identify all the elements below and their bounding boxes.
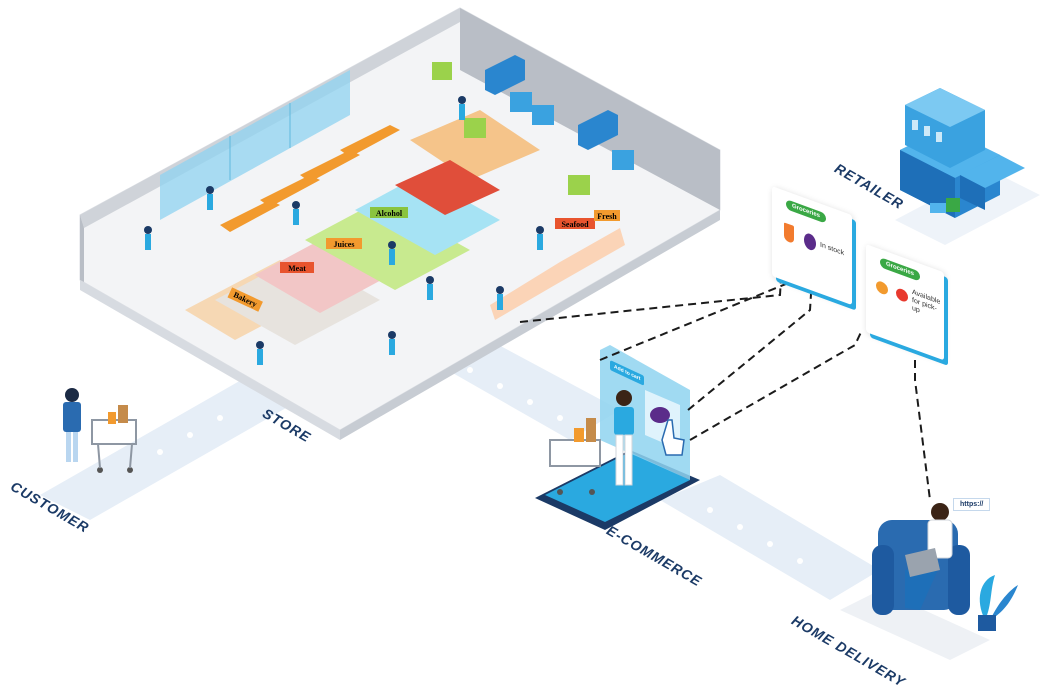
checkout-counters — [220, 125, 400, 232]
section-signs: Bakery Meat Juices Alcohol Seafood Fresh — [227, 207, 620, 312]
truck-icon — [485, 55, 618, 150]
url-bubble: https:// — [953, 498, 991, 511]
category-badge: Groceries — [786, 199, 827, 224]
sign-juices: Juices — [334, 240, 355, 249]
shopping-cart-icon — [91, 405, 137, 473]
apple-icon — [896, 286, 908, 304]
retailer-building — [895, 88, 1040, 245]
stock-status: In stock — [820, 241, 845, 258]
sign-seafood: Seafood — [561, 220, 589, 229]
shopper-on-phone — [614, 390, 634, 486]
phone-shopping-cart-icon — [549, 418, 601, 495]
cursor-hand-icon — [661, 419, 685, 456]
retailer-truck-icon — [930, 198, 960, 213]
laptop-icon — [905, 548, 940, 577]
carrot-icon — [784, 222, 794, 245]
category-badge: Groceries — [880, 257, 921, 282]
eggplant-icon — [804, 231, 816, 253]
pathway-ecommerce-delivery — [660, 475, 880, 600]
store-shoppers — [144, 96, 544, 365]
sign-meat: Meat — [288, 264, 306, 273]
plant-icon — [978, 575, 1018, 631]
store-aisles — [185, 110, 625, 345]
customer-figure — [63, 388, 81, 462]
pathway-customer-store — [40, 375, 300, 520]
sign-alcohol: Alcohol — [376, 209, 403, 218]
pathway-store-ecommerce — [430, 335, 620, 440]
pickup-status: Available for pick-up — [912, 288, 941, 315]
pallets — [432, 62, 634, 195]
sign-fresh: Fresh — [597, 212, 617, 221]
orange-icon — [876, 279, 888, 297]
dashed-connectors — [519, 259, 931, 501]
